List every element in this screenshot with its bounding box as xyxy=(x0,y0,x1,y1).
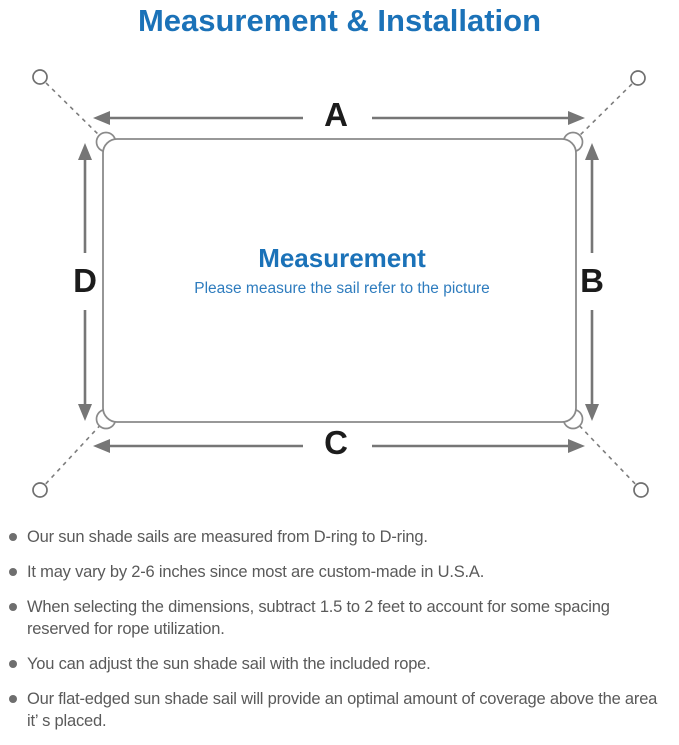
dimension-arrow-c xyxy=(93,439,585,453)
bullet-icon xyxy=(9,603,17,611)
bullet-icon xyxy=(9,533,17,541)
anchor-ring-icon xyxy=(32,482,48,498)
dimension-label-c: C xyxy=(324,424,348,461)
note-text: When selecting the dimensions, subtract … xyxy=(27,598,610,638)
dimension-arrow-d xyxy=(78,143,92,421)
note-text: Our flat-edged sun shade sail will provi… xyxy=(27,690,658,730)
tether-lines xyxy=(39,76,642,491)
list-item: Our flat-edged sun shade sail will provi… xyxy=(9,688,671,732)
dimension-arrow-a xyxy=(93,111,585,125)
dimension-arrows xyxy=(78,111,599,453)
list-item: You can adjust the sun shade sail with t… xyxy=(9,653,671,675)
anchor-ring-icon xyxy=(32,69,48,85)
dimension-label-b: B xyxy=(580,262,604,299)
tether-line xyxy=(39,76,107,143)
anchor-ring-icon xyxy=(630,70,646,86)
bullet-icon xyxy=(9,695,17,703)
anchor-ring-icon xyxy=(633,482,649,498)
bullet-icon xyxy=(9,568,17,576)
diagram-center-subtitle: Please measure the sail refer to the pic… xyxy=(194,280,490,297)
tether-line xyxy=(572,418,642,491)
measurement-diagram: A B C D Measurement Please measure the s… xyxy=(32,69,649,498)
dimension-label-a: A xyxy=(324,96,348,133)
note-text: You can adjust the sun shade sail with t… xyxy=(27,655,431,673)
note-text: It may vary by 2-6 inches since most are… xyxy=(27,563,485,581)
tether-line xyxy=(572,77,639,143)
dimension-arrow-b xyxy=(585,143,599,421)
tether-line xyxy=(39,418,107,491)
sail-outline xyxy=(102,138,577,423)
list-item: When selecting the dimensions, subtract … xyxy=(9,596,671,640)
dimension-label-d: D xyxy=(73,262,97,299)
diagram-center-title: Measurement xyxy=(258,243,426,273)
bullet-icon xyxy=(9,660,17,668)
list-item: It may vary by 2-6 inches since most are… xyxy=(9,561,671,583)
list-item: Our sun shade sails are measured from D-… xyxy=(9,526,671,548)
note-text: Our sun shade sails are measured from D-… xyxy=(27,528,428,546)
notes-list: Our sun shade sails are measured from D-… xyxy=(0,526,679,745)
page-title: Measurement & Installation xyxy=(137,3,542,38)
